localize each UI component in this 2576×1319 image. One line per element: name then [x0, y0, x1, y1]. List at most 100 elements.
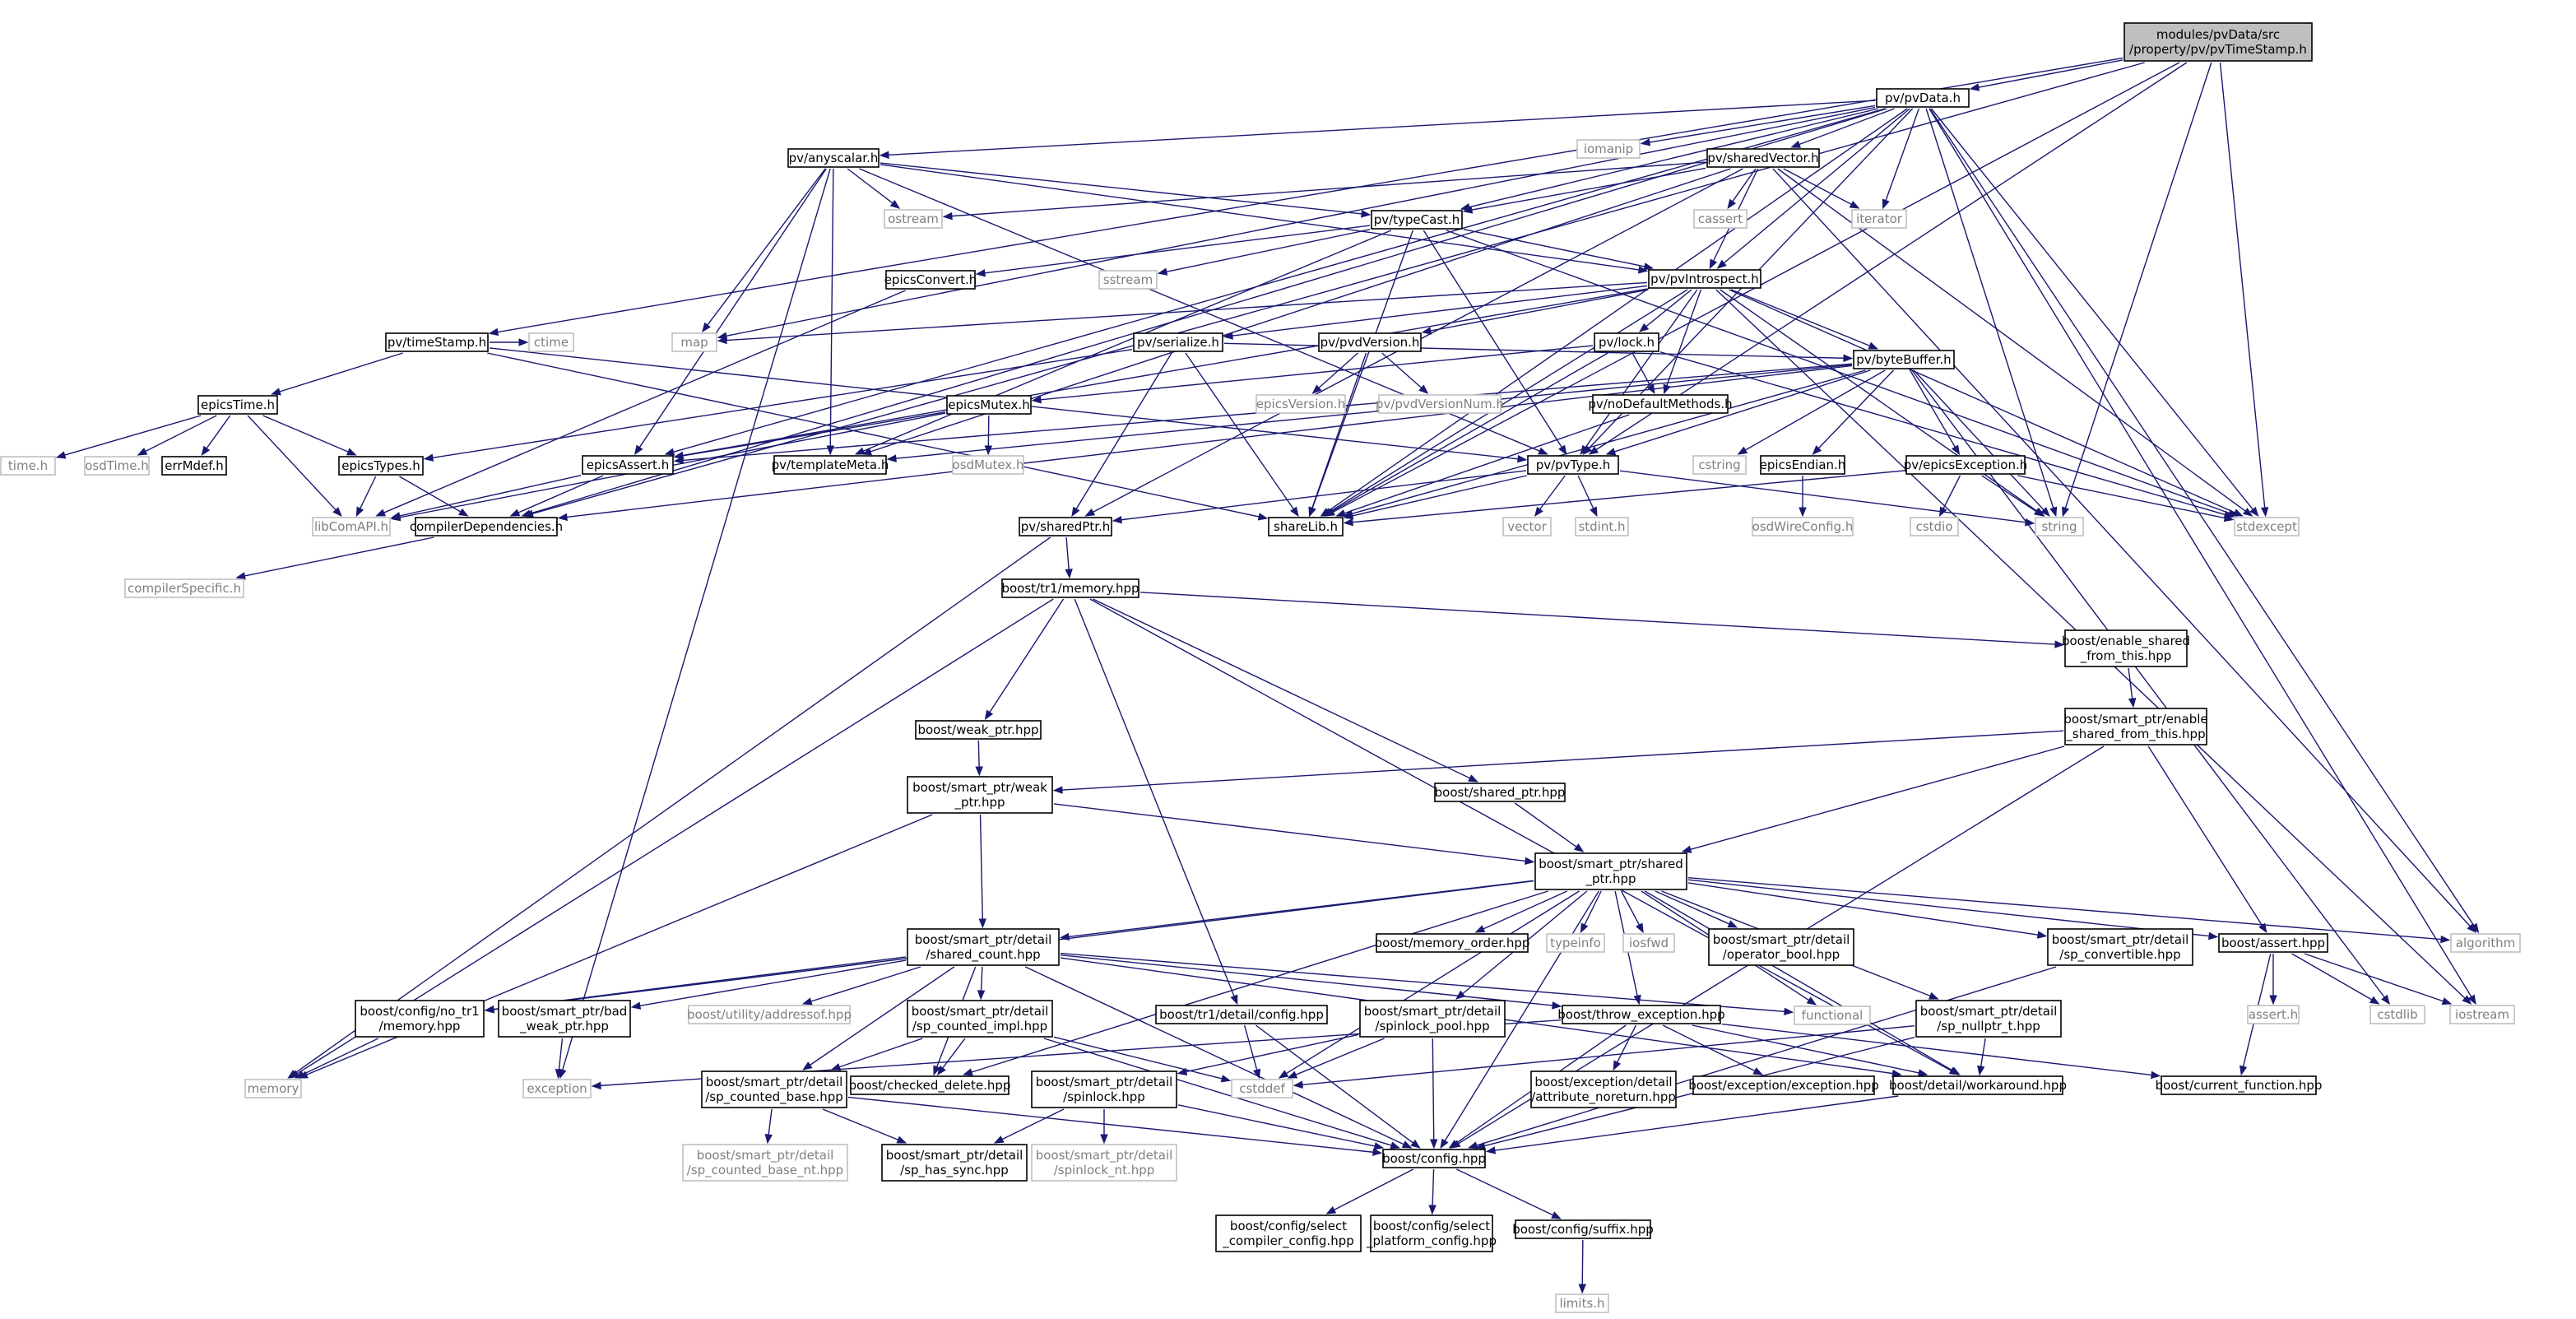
node-label: epicsAssert.h — [587, 457, 669, 472]
node-byte-buffer[interactable]: pv/byteBuffer.h — [1853, 350, 1955, 369]
node-box — [1794, 1006, 1871, 1025]
node-weak-ptr-hpp[interactable]: boost/weak_ptr.hpp — [915, 720, 1042, 740]
node-checked-delete[interactable]: boost/checked_delete.hpp — [849, 1075, 1011, 1095]
edge-enable-shared-from-this-to-sp-enable-shared — [2128, 667, 2137, 708]
node-exception-hpp[interactable]: boost/exception/exception.hpp — [1688, 1075, 1879, 1095]
node-shared-ptr[interactable]: pv/sharedPtr.h — [1019, 517, 1112, 536]
edge-sp-counted-impl-to-checked-delete — [936, 1038, 966, 1076]
node-throw-exception[interactable]: boost/throw_exception.hpp — [1557, 1005, 1725, 1024]
node-suffix[interactable]: boost/config/suffix.hpp — [1512, 1219, 1654, 1239]
node-lock[interactable]: pv/lock.h — [1594, 332, 1659, 352]
edge-pv-type-to-string — [1619, 470, 2035, 527]
node-anyscalar[interactable]: pv/anyscalar.h — [787, 148, 880, 168]
node-operator-bool[interactable]: boost/smart_ptr/detail/operator_bool.hpp — [1708, 928, 1854, 966]
edge-shared-count-to-sp-counted-base — [802, 966, 955, 1071]
node-pv-type[interactable]: pv/pvType.h — [1527, 455, 1619, 475]
node-label: exception — [527, 1081, 587, 1096]
node-time-stamp[interactable]: pv/timeStamp.h — [385, 332, 489, 352]
node-cstdlib: cstdlib — [2369, 1005, 2425, 1024]
node-sp-shared-ptr[interactable]: boost/smart_ptr/shared_ptr.hpp — [1534, 852, 1687, 890]
node-sp-counted-impl[interactable]: boost/smart_ptr/detail/sp_counted_impl.h… — [907, 1000, 1053, 1038]
node-epics-mutex[interactable]: epicsMutex.h — [946, 395, 1032, 415]
node-sp-nullptr[interactable]: boost/smart_ptr/detail/sp_nullptr_t.hpp — [1915, 1000, 2062, 1038]
node-shared-ptr-hpp[interactable]: boost/shared_ptr.hpp — [1434, 783, 1566, 802]
node-label: boost/assert.hpp — [2221, 936, 2325, 950]
node-epics-time[interactable]: epicsTime.h — [197, 395, 278, 415]
edge-pv-introspect-to-lock — [1638, 289, 1692, 332]
node-spinlock[interactable]: boost/smart_ptr/detail/spinlock.hpp — [1031, 1071, 1177, 1108]
edge-serialize-to-shared-ptr — [1071, 352, 1172, 518]
node-box — [881, 1144, 1028, 1182]
node-box — [1546, 933, 1605, 953]
edge-root-to-share-lib — [1325, 62, 2180, 517]
node-root[interactable]: modules/pvData/src/property/pv/pvTimeSta… — [2123, 22, 2313, 62]
node-share-lib[interactable]: shareLib.h — [1268, 517, 1344, 536]
node-boost-config[interactable]: boost/config.hpp — [1382, 1149, 1486, 1168]
edge-sp-shared-ptr-to-cstddef — [1278, 890, 1580, 1079]
node-memory-order[interactable]: boost/memory_order.hpp — [1375, 933, 1530, 953]
node-label: boost/smart_ptr/detail — [912, 1004, 1049, 1019]
node-sp-enable-shared[interactable]: boost/smart_ptr/enable_shared_from_this.… — [2063, 708, 2208, 745]
node-label: boost/smart_ptr/bad — [502, 1004, 628, 1019]
node-label: cassert — [1698, 211, 1743, 226]
node-label: libComAPI.h — [314, 519, 388, 534]
node-epics-exception[interactable]: pv/epicsException.h — [1904, 455, 2028, 475]
edge-epics-exception-to-string — [1981, 475, 2045, 517]
node-epics-endian[interactable]: epicsEndian.h — [1760, 455, 1846, 475]
node-epics-assert[interactable]: epicsAssert.h — [582, 455, 674, 475]
node-label: iterator — [1856, 211, 1903, 226]
node-label: typeinfo — [1550, 936, 1601, 950]
node-no-default-methods[interactable]: pv/noDefaultMethods.h — [1588, 394, 1733, 414]
node-template-meta[interactable]: pv/templateMeta.h — [772, 455, 889, 475]
node-shared-count[interactable]: boost/smart_ptr/detail/shared_count.hpp — [907, 928, 1060, 966]
node-tr1memory[interactable]: boost/tr1/memory.hpp — [1001, 578, 1139, 598]
node-attr-noreturn[interactable]: boost/exception/detail/attribute_noretur… — [1530, 1071, 1677, 1108]
node-sp-convertible[interactable]: boost/smart_ptr/detail/sp_convertible.hp… — [2047, 928, 2193, 966]
node-enable-shared-from-this[interactable]: boost/enable_shared_from_this.hpp — [2062, 629, 2190, 667]
node-boost-assert[interactable]: boost/assert.hpp — [2218, 933, 2328, 953]
node-select-platform[interactable]: boost/config/select_platform_config.hpp — [1366, 1215, 1497, 1252]
node-err-mdef[interactable]: errMdef.h — [161, 456, 227, 476]
node-sp-weak-ptr[interactable]: boost/smart_ptr/weak_ptr.hpp — [907, 776, 1053, 814]
node-no-tr1-memory[interactable]: boost/config/no_tr1/memory.hpp — [355, 1000, 485, 1038]
node-pv-introspect[interactable]: pv/pvIntrospect.h — [1648, 269, 1761, 289]
node-tr1-config[interactable]: boost/tr1/detail/config.hpp — [1155, 1005, 1328, 1024]
node-box — [522, 1079, 592, 1098]
edge-weak-ptr-hpp-to-sp-weak-ptr — [975, 740, 983, 777]
node-epics-types[interactable]: epicsTypes.h — [338, 456, 424, 476]
node-osd-wire-config: osdWireConfig.h — [1752, 517, 1854, 536]
node-pvd-version[interactable]: pv/pvdVersion.h — [1318, 332, 1422, 352]
node-shared-vector[interactable]: pv/sharedVector.h — [1706, 148, 1820, 168]
node-pv-data[interactable]: pv/pvData.h — [1876, 88, 1970, 108]
node-type-cast[interactable]: pv/typeCast.h — [1371, 210, 1463, 230]
edge-pv-introspect-to-byte-buffer — [1730, 289, 1879, 350]
edge-shared-vector-to-iterator — [1783, 168, 1860, 209]
node-box — [2064, 708, 2207, 745]
node-label: osdMutex.h — [953, 457, 1024, 472]
edge-pv-introspect-to-serialize — [1223, 285, 1648, 340]
node-compiler-dependencies[interactable]: compilerDependencies.h — [410, 517, 563, 536]
node-label: pv/timeStamp.h — [388, 335, 486, 350]
edge-boost-assert-to-cstdlib — [2291, 953, 2380, 1005]
node-label: boost/smart_ptr/detail — [706, 1075, 843, 1090]
edge-root-to-time-stamp — [488, 57, 2123, 337]
node-serialize[interactable]: pv/serialize.h — [1133, 332, 1223, 352]
node-spinlock-pool[interactable]: boost/smart_ptr/detail/spinlock_pool.hpp — [1359, 1000, 1506, 1038]
node-label: boost/smart_ptr/detail — [1036, 1075, 1173, 1090]
edge-shared-count-to-throw-exception — [1060, 954, 1562, 1010]
node-box — [1706, 148, 1820, 168]
node-box — [1562, 1005, 1721, 1024]
edge-throw-exception-to-exception-hpp — [1662, 1024, 1764, 1075]
node-current-function[interactable]: boost/current_function.hpp — [2156, 1075, 2323, 1095]
node-box — [915, 720, 1042, 740]
node-label: _shared_from_this.hpp — [2065, 727, 2205, 742]
edge-sp-weak-ptr-to-sp-shared-ptr — [1053, 803, 1535, 866]
node-bad-weak-ptr[interactable]: boost/smart_ptr/bad_weak_ptr.hpp — [498, 1000, 631, 1038]
node-workaround[interactable]: boost/detail/workaround.hpp — [1889, 1075, 2067, 1095]
node-sp-has-sync[interactable]: boost/smart_ptr/detail/sp_has_sync.hpp — [881, 1144, 1028, 1182]
node-select-compiler[interactable]: boost/config/select_compiler_config.hpp — [1215, 1215, 1362, 1252]
node-label: pv/lock.h — [1599, 335, 1655, 350]
node-epics-convert[interactable]: epicsConvert.h — [884, 270, 977, 290]
node-sp-counted-base[interactable]: boost/smart_ptr/detail/sp_counted_base.h… — [701, 1071, 847, 1108]
node-label: pv/pvType.h — [1536, 457, 1611, 472]
